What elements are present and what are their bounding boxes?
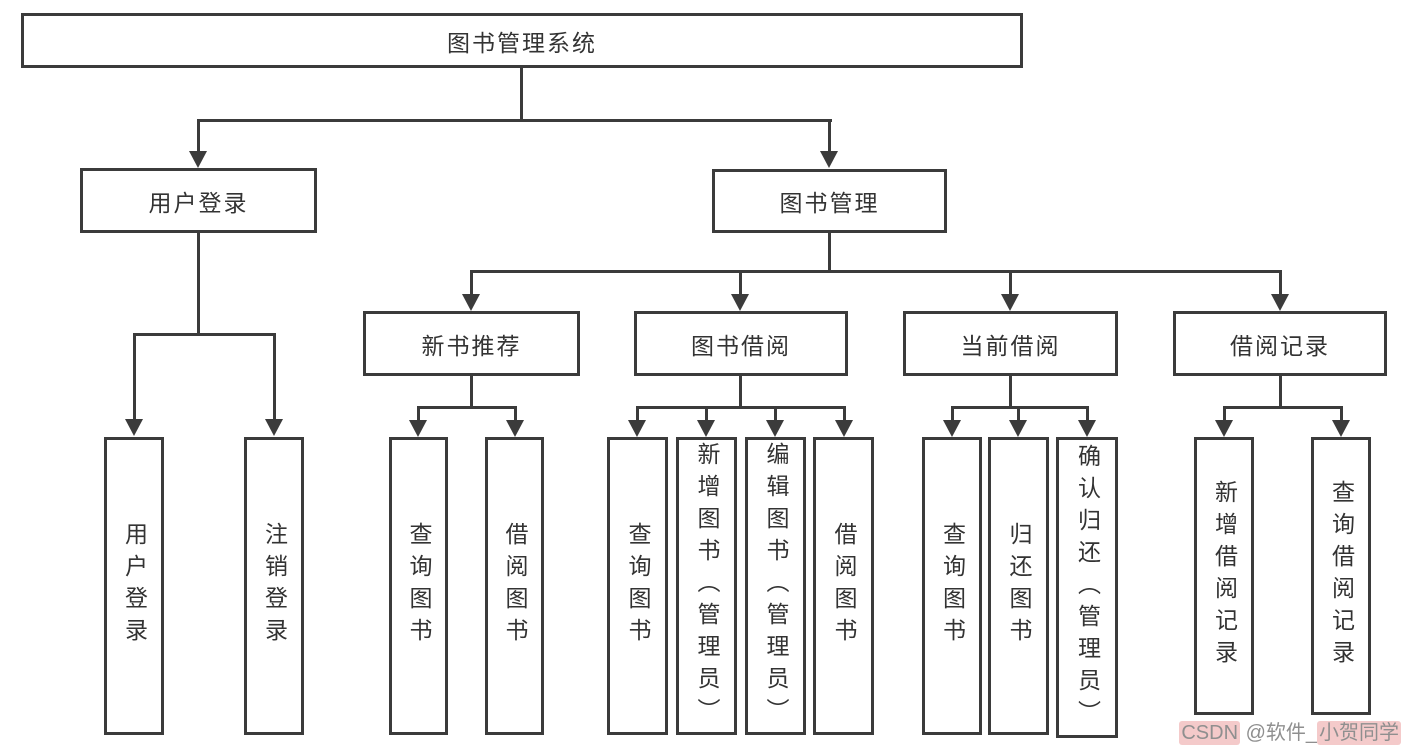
leaf-logout-login-label: 注销登录 (261, 522, 288, 650)
connector-drop-new-book (470, 270, 473, 296)
node-root: 图书管理系统 (21, 13, 1023, 68)
leaf-query-borrow-record-label: 查询借阅记录 (1328, 480, 1355, 672)
connector-drop (1086, 406, 1089, 421)
leaf-query-books-newbook-label: 查询图书 (406, 522, 432, 650)
connector-drop (514, 406, 517, 421)
leaf-add-borrow-record-label: 新增借阅记录 (1211, 480, 1238, 672)
leaf-query-books-borrow: 查询图书 (607, 437, 668, 735)
node-borrow-records: 借阅记录 (1173, 311, 1387, 376)
connector-drop (843, 406, 846, 421)
leaf-query-books-current-label: 查询图书 (939, 522, 966, 650)
arrow-down-icon (265, 419, 283, 436)
arrow-down-icon (835, 420, 853, 437)
connector-new-book-bus (417, 406, 517, 409)
leaf-query-books-newbook: 查询图书 (389, 437, 448, 735)
leaf-query-borrow-record: 查询借阅记录 (1311, 437, 1371, 715)
arrow-down-icon (506, 420, 524, 437)
connector-new-book-stem (470, 376, 473, 409)
arrow-down-icon (766, 420, 784, 437)
arrow-down-icon (1078, 420, 1096, 437)
node-borrow-records-label: 借阅记录 (1230, 332, 1330, 359)
connector-drop-book-management (828, 119, 831, 153)
connector-drop-current-borrow (1009, 270, 1012, 296)
connector-drop (417, 406, 420, 421)
node-current-borrow-label: 当前借阅 (960, 332, 1061, 359)
arrow-down-icon (1009, 420, 1027, 437)
node-book-borrow: 图书借阅 (634, 311, 848, 376)
connector-drop-leaf-user-login (133, 333, 136, 420)
watermark-author: 小贺同学 (1317, 721, 1401, 745)
connector-drop-book-borrow (739, 270, 742, 296)
connector-drop (1340, 406, 1343, 421)
node-new-book-recommend: 新书推荐 (363, 311, 580, 376)
leaf-user-login: 用户登录 (104, 437, 164, 735)
leaf-add-borrow-record: 新增借阅记录 (1194, 437, 1254, 715)
arrow-down-icon (1271, 294, 1289, 311)
watermark-brand: CSDN (1179, 721, 1241, 745)
leaf-confirm-return-admin: 确认归还（管理员） (1056, 437, 1118, 738)
node-user-login-label: 用户登录 (148, 189, 249, 216)
connector-current-borrow-bus (951, 406, 1089, 409)
node-book-management-label: 图书管理 (779, 190, 880, 216)
node-book-management: 图书管理 (712, 169, 947, 233)
leaf-query-books-current: 查询图书 (922, 437, 982, 735)
connector-drop (951, 406, 954, 421)
arrow-down-icon (1215, 420, 1233, 437)
arrow-down-icon (697, 420, 715, 437)
leaf-confirm-return-admin-label: 确认归还（管理员） (1074, 443, 1101, 732)
connector-book-borrow-bus (636, 406, 846, 409)
connector-drop (636, 406, 639, 421)
connector-drop (1017, 406, 1020, 421)
leaf-add-books-admin-label: 新增图书（管理员） (694, 442, 720, 730)
connector-borrow-records-stem (1279, 376, 1282, 409)
leaf-logout-login: 注销登录 (244, 437, 304, 735)
connector-drop-leaf-logout (273, 333, 276, 420)
leaf-return-books: 归还图书 (988, 437, 1049, 735)
leaf-return-books-label: 归还图书 (1006, 522, 1032, 650)
arrow-down-icon (1001, 294, 1019, 311)
node-current-borrow: 当前借阅 (903, 311, 1118, 376)
arrow-down-icon (462, 294, 480, 311)
arrow-down-icon (1332, 420, 1350, 437)
leaf-query-books-borrow-label: 查询图书 (625, 522, 651, 650)
connector-root-bus (197, 119, 832, 122)
node-user-login: 用户登录 (80, 168, 317, 233)
leaf-borrow-books-borrow-label: 借阅图书 (831, 522, 857, 650)
arrow-down-icon (409, 420, 427, 437)
watermark-separator: @软件_ (1240, 722, 1317, 744)
arrow-down-icon (820, 151, 838, 168)
connector-drop-user-login (197, 119, 200, 153)
connector-root-stem (520, 68, 523, 120)
connector-drop (705, 406, 708, 421)
csdn-watermark: CSDN @软件_小贺同学 (1179, 716, 1401, 745)
connector-user-login-bus (133, 333, 276, 336)
connector-borrow-records-bus (1223, 406, 1343, 409)
arrow-down-icon (628, 420, 646, 437)
connector-drop (774, 406, 777, 421)
leaf-borrow-books-newbook: 借阅图书 (485, 437, 544, 735)
node-root-label: 图书管理系统 (447, 29, 597, 56)
leaf-edit-books-admin: 编辑图书（管理员） (745, 437, 806, 735)
leaf-borrow-books-newbook-label: 借阅图书 (502, 522, 528, 650)
connector-drop (1223, 406, 1226, 421)
connector-book-management-stem (828, 233, 831, 273)
connector-book-borrow-stem (739, 376, 742, 409)
arrow-down-icon (731, 294, 749, 311)
connector-drop-borrow-records (1279, 270, 1282, 296)
connector-level3-bus (470, 270, 1282, 273)
arrow-down-icon (189, 151, 207, 168)
connector-user-login-stem (197, 233, 200, 336)
connector-current-borrow-stem (1009, 376, 1012, 409)
leaf-add-books-admin: 新增图书（管理员） (676, 437, 737, 735)
arrow-down-icon (943, 420, 961, 437)
node-book-borrow-label: 图书借阅 (691, 332, 791, 359)
node-new-book-recommend-label: 新书推荐 (421, 332, 522, 359)
leaf-borrow-books-borrow: 借阅图书 (813, 437, 874, 735)
leaf-edit-books-admin-label: 编辑图书（管理员） (763, 442, 789, 730)
arrow-down-icon (125, 419, 143, 436)
leaf-user-login-label: 用户登录 (121, 522, 148, 650)
